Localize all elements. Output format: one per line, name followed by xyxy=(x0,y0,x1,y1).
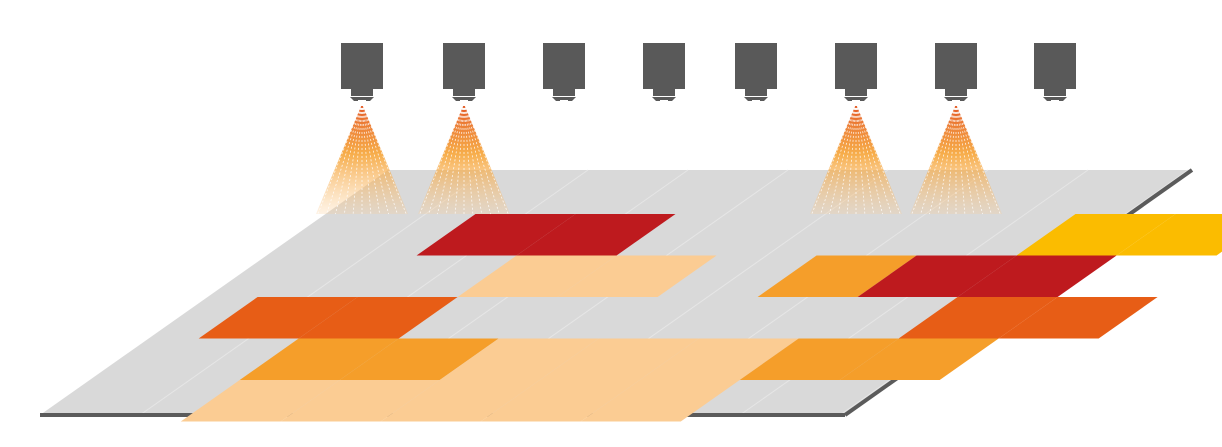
coverage-cell xyxy=(898,297,1058,339)
coverage-cell xyxy=(239,338,399,380)
spray-cone-fill xyxy=(810,104,902,214)
spray-streak xyxy=(361,103,381,215)
spray-streak xyxy=(437,103,465,215)
spray-cone xyxy=(810,103,902,215)
nozzle-body xyxy=(643,43,685,89)
coverage-cell xyxy=(839,338,999,380)
coverage-cell xyxy=(298,297,458,339)
coverage-cell xyxy=(457,255,617,297)
coverage-cell xyxy=(957,255,1117,297)
spray-streak xyxy=(361,103,389,215)
nozzle-5 xyxy=(735,43,777,101)
nozzle-neck xyxy=(653,89,675,96)
coverage-grid xyxy=(180,214,1222,422)
nozzle-row xyxy=(341,43,1076,101)
nozzle-body xyxy=(341,43,383,89)
nozzle-1 xyxy=(341,43,383,101)
coverage-cell xyxy=(439,338,599,380)
spray-streak xyxy=(829,103,857,215)
spray-streak xyxy=(855,103,883,215)
spray-cone-fill xyxy=(316,104,408,214)
spray-streak xyxy=(361,103,398,215)
nozzle-4 xyxy=(643,43,685,101)
spray-cone xyxy=(910,103,1002,215)
spray-streak xyxy=(343,103,363,215)
spray-streak xyxy=(837,103,857,215)
nozzle-2 xyxy=(443,43,485,101)
nozzle-body xyxy=(935,43,977,89)
nozzle-3 xyxy=(543,43,585,101)
nozzle-body xyxy=(443,43,485,89)
nozzle-neck xyxy=(1044,89,1066,96)
coverage-cell xyxy=(857,255,1017,297)
spray-streak xyxy=(920,103,957,215)
nozzle-neck xyxy=(553,89,575,96)
spray-streak xyxy=(463,103,500,215)
spray-streak xyxy=(855,103,875,215)
coverage-cell xyxy=(639,338,799,380)
spray-streak xyxy=(428,103,465,215)
spray-streak xyxy=(937,103,957,215)
coverage-cell xyxy=(339,338,499,380)
spray-streak xyxy=(955,103,983,215)
spray-streak xyxy=(929,103,957,215)
spray-cone xyxy=(418,103,510,215)
nozzle-tip xyxy=(552,97,576,101)
nozzle-tip xyxy=(1043,97,1067,101)
spray-cone xyxy=(316,103,408,215)
spray-streak xyxy=(326,103,363,215)
coverage-cell xyxy=(380,380,540,422)
coverage-cell xyxy=(1016,214,1176,256)
nozzle-7 xyxy=(935,43,977,101)
coverage-cell xyxy=(739,338,899,380)
coverage-cell xyxy=(198,297,358,339)
spray-streak xyxy=(445,103,465,215)
nozzle-body xyxy=(543,43,585,89)
nozzle-tip xyxy=(350,97,374,101)
nozzle-tip xyxy=(452,97,476,101)
coverage-cell xyxy=(557,255,717,297)
coverage-cell xyxy=(516,214,676,256)
spray-streak xyxy=(855,103,892,215)
nozzle-body xyxy=(735,43,777,89)
spray-streak xyxy=(955,103,992,215)
nozzle-neck xyxy=(945,89,967,96)
nozzle-tip xyxy=(744,97,768,101)
spray-streak xyxy=(955,103,975,215)
coverage-cell xyxy=(1116,214,1222,256)
nozzle-body xyxy=(1034,43,1076,89)
nozzle-neck xyxy=(351,89,373,96)
coverage-cell xyxy=(539,338,699,380)
coverage-cell xyxy=(998,297,1158,339)
coverage-cell xyxy=(180,380,340,422)
nozzle-neck xyxy=(745,89,767,96)
spray-cone-fill xyxy=(418,104,510,214)
coverage-cell xyxy=(580,380,740,422)
spray-streak xyxy=(463,103,483,215)
nozzle-tip xyxy=(944,97,968,101)
spray-streak xyxy=(335,103,363,215)
spray-streak xyxy=(820,103,857,215)
nozzle-neck xyxy=(845,89,867,96)
coverage-cell xyxy=(280,380,440,422)
nozzle-6 xyxy=(835,43,877,101)
coverage-cell xyxy=(757,255,917,297)
coverage-cell xyxy=(480,380,640,422)
coverage-cell xyxy=(416,214,576,256)
nozzle-neck xyxy=(453,89,475,96)
nozzle-8 xyxy=(1034,43,1076,101)
nozzle-tip xyxy=(844,97,868,101)
spray-streak xyxy=(463,103,491,215)
nozzle-tip xyxy=(652,97,676,101)
spray-layer xyxy=(316,103,1002,215)
spray-cone-fill xyxy=(910,104,1002,214)
nozzle-body xyxy=(835,43,877,89)
